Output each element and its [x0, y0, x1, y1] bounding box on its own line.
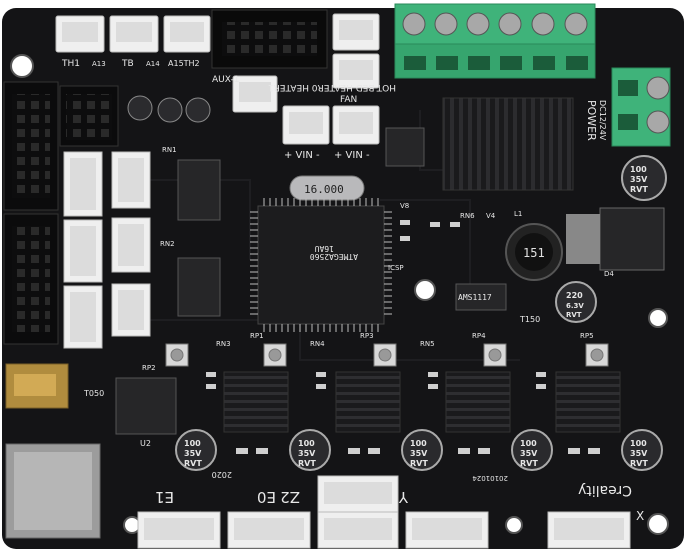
svg-text:RN3: RN3	[216, 340, 231, 348]
svg-text:RN4: RN4	[310, 340, 325, 348]
trim-pots	[165, 343, 609, 367]
label-date2: 2020	[212, 470, 232, 479]
driver-caps: 100 35V RVT 100 35V RVT 100 35V RVT 100 …	[175, 429, 663, 471]
small-caps	[127, 95, 211, 123]
label-t150: T150	[519, 315, 540, 324]
usb-chip	[115, 377, 177, 435]
label-th1: TH1	[61, 59, 80, 69]
component-labels: RN1 RN2 RN3 RN4 RN5 RN6 RP1 RP2 RP3 RP4 …	[142, 146, 614, 372]
label-tb: TB	[121, 59, 134, 69]
svg-text:6.3V: 6.3V	[566, 302, 584, 310]
svg-text:RN6: RN6	[460, 212, 475, 220]
svg-text:RVT: RVT	[410, 459, 428, 468]
label-e0: E0	[257, 488, 276, 506]
svg-text:D4: D4	[604, 270, 614, 278]
svg-text:35V: 35V	[520, 449, 538, 458]
power-cap: 100 35V RVT	[621, 155, 667, 201]
svg-text:RVT: RVT	[566, 311, 582, 319]
svg-text:RVT: RVT	[184, 459, 202, 468]
pcb-traces	[120, 110, 520, 361]
driver-heatsink-2	[335, 371, 401, 433]
usb-port	[5, 363, 69, 409]
svg-text:220: 220	[566, 291, 583, 300]
driver-heatsink-4	[555, 371, 621, 433]
endstop-connectors	[63, 151, 151, 349]
label-e1: E1	[155, 488, 174, 506]
svg-text:100: 100	[298, 439, 315, 448]
label-a14: A14	[146, 60, 160, 68]
mounting-hole	[414, 279, 436, 301]
label-fan: FAN	[340, 95, 357, 105]
crystal-label: 16.000	[304, 183, 344, 196]
svg-text:100: 100	[184, 439, 201, 448]
label-a13: A13	[92, 60, 106, 68]
svg-text:ICSP: ICSP	[388, 264, 404, 272]
label-t050: T050	[83, 389, 104, 398]
svg-text:RN1: RN1	[162, 146, 177, 154]
svg-text:100: 100	[410, 439, 427, 448]
label-date1: 20101024	[472, 474, 508, 482]
label-z2: Z2	[280, 488, 300, 506]
label-th2: A15TH2	[168, 59, 200, 68]
bottom-connectors	[137, 475, 631, 549]
smd-components	[206, 220, 600, 454]
left-ics	[177, 127, 425, 317]
svg-text:RVT: RVT	[630, 185, 648, 194]
svg-text:RP3: RP3	[360, 332, 374, 340]
sd-card-slot	[5, 443, 101, 539]
svg-text:35V: 35V	[630, 449, 648, 458]
svg-text:RP5: RP5	[580, 332, 594, 340]
ams-label: AMS1117	[458, 293, 492, 302]
svg-text:RN2: RN2	[160, 240, 175, 248]
crystal: 16.000	[289, 175, 365, 201]
label-y: Y	[398, 488, 409, 506]
label-x: X	[636, 509, 644, 523]
svg-text:RVT: RVT	[630, 459, 648, 468]
top-connectors	[55, 13, 380, 145]
stepper-drivers	[223, 371, 621, 433]
svg-text:35V: 35V	[184, 449, 202, 458]
mcu-label-1: ATMEGA2560	[310, 252, 358, 261]
svg-text:35V: 35V	[410, 449, 428, 458]
label-vin-1: + VIN -	[284, 150, 320, 161]
label-brand: Creality	[578, 482, 632, 498]
svg-text:35V: 35V	[298, 449, 316, 458]
svg-text:V8: V8	[400, 202, 409, 210]
inductor-label: 151	[523, 246, 545, 260]
regulator: 151 220 6.3V RVT AMS1117 T150	[455, 207, 665, 324]
left-headers	[3, 81, 119, 345]
svg-text:100: 100	[630, 439, 647, 448]
svg-text:100: 100	[630, 165, 647, 174]
top-labels: TH1 A13 TB A14 A15TH2 AUX-1 FAN + VIN - …	[61, 59, 370, 161]
aux-header	[211, 9, 328, 69]
svg-text:RVT: RVT	[298, 459, 316, 468]
heater-terminal-block	[394, 3, 596, 79]
mcu-label-2: 16AU	[315, 244, 334, 253]
svg-text:100: 100	[520, 439, 537, 448]
svg-text:RP4: RP4	[472, 332, 486, 340]
label-aux: AUX-1	[212, 75, 239, 85]
svg-text:35V: 35V	[630, 175, 648, 184]
svg-text:V4: V4	[486, 212, 496, 220]
label-u2: U2	[140, 439, 151, 448]
driver-heatsink-1	[223, 371, 289, 433]
power-terminal-block	[611, 67, 671, 147]
svg-text:RN5: RN5	[420, 340, 435, 348]
label-power: POWER	[585, 100, 598, 141]
svg-text:RP1: RP1	[250, 332, 264, 340]
mcu-chip: ATMEGA2560 16AU	[250, 198, 392, 332]
label-vin-2: + VIN -	[334, 150, 370, 161]
driver-heatsink-3	[445, 371, 511, 433]
mounting-hole	[647, 513, 669, 535]
label-heater-terminal: HOT-BED HEATER0 HEATER1	[268, 82, 396, 92]
svg-text:L1: L1	[514, 210, 522, 218]
svg-text:RP2: RP2	[142, 364, 156, 372]
label-dc: DC12/24V	[598, 100, 607, 141]
mounting-hole	[505, 516, 523, 534]
mosfet-heatsink	[442, 97, 574, 191]
mounting-hole	[648, 308, 668, 328]
svg-text:RVT: RVT	[520, 459, 538, 468]
mounting-hole	[10, 54, 34, 78]
